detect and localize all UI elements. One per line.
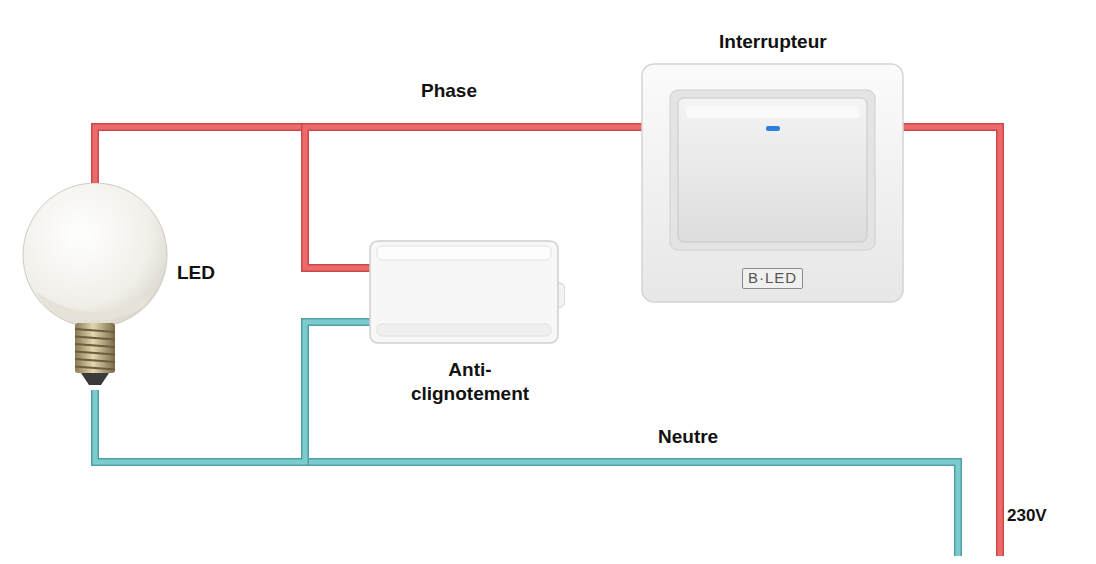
led-bulb-illustration [15, 183, 175, 390]
component-label: Interrupteur [719, 30, 827, 54]
component-label: Anti- clignotement [395, 358, 545, 406]
component-label: LED [177, 261, 215, 285]
anti-flicker-node: Anti- clignotement [365, 238, 565, 423]
neutral-wire [95, 322, 370, 462]
brand-logo: B·LED [742, 268, 803, 289]
led-bulb-node: LED [15, 183, 230, 390]
voltage-label: 230V [1004, 506, 1050, 526]
wire-label: Neutre [655, 426, 721, 448]
anti-flicker-module-illustration [365, 238, 565, 348]
phase-wire [305, 127, 642, 268]
switch-node: InterrupteurB·LED [630, 28, 915, 310]
phase-wire [95, 127, 642, 185]
wire-label: Phase [418, 80, 480, 102]
supply-phase-wire [900, 127, 1000, 556]
supply-neutral-wire [305, 462, 958, 556]
